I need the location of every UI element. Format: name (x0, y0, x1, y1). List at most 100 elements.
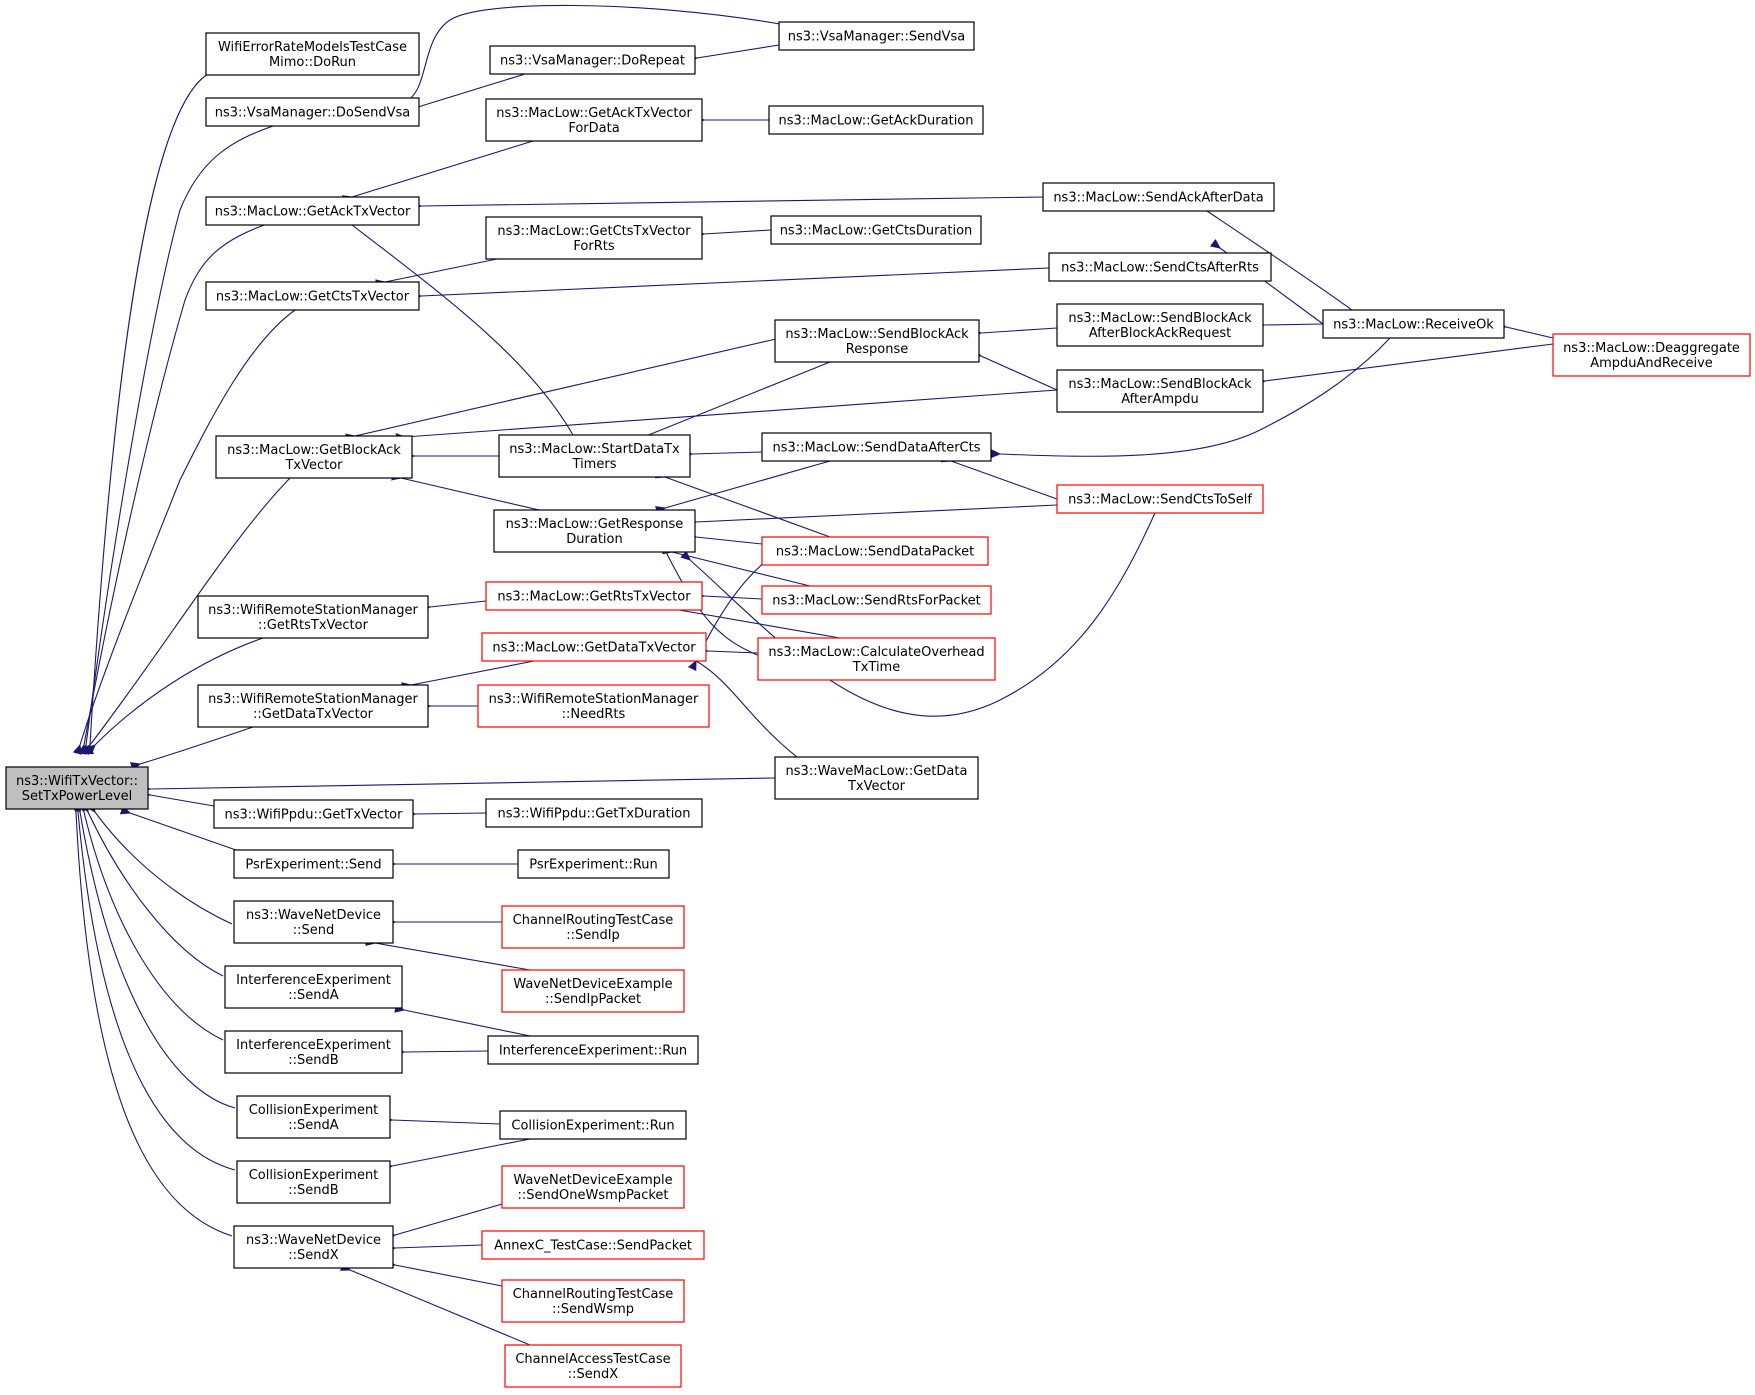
node-ce_run[interactable]: CollisionExperiment::Run (499, 1110, 687, 1140)
node-psr_run[interactable]: PsrExperiment::Run (517, 849, 670, 879)
node-sendctstoself[interactable]: ns3::MacLow::SendCtsToSelf (1056, 484, 1264, 514)
node-box[interactable] (493, 509, 696, 553)
node-ml_getrts[interactable]: ns3::MacLow::GetRtsTxVector (485, 581, 703, 611)
node-box[interactable] (224, 1030, 403, 1074)
node-catc_sendx[interactable]: ChannelAccessTestCase::SendX (504, 1344, 682, 1388)
node-vsa_dosend[interactable]: ns3::VsaManager::DoSendVsa (205, 97, 420, 127)
node-box[interactable] (1056, 484, 1264, 514)
node-box[interactable] (501, 905, 685, 949)
node-box[interactable] (485, 98, 703, 142)
node-box[interactable] (768, 105, 984, 135)
node-getcts[interactable]: ns3::MacLow::GetCtsTxVector (205, 281, 420, 311)
node-box[interactable] (236, 1095, 391, 1139)
node-box[interactable] (761, 536, 989, 566)
node-ppdu_getdur[interactable]: ns3::WifiPpdu::GetTxDuration (485, 798, 703, 828)
node-crtc_sendwsmp[interactable]: ChannelRoutingTestCase::SendWsmp (501, 1279, 685, 1323)
node-box[interactable] (778, 21, 975, 51)
node-sendctsafterrts[interactable]: ns3::MacLow::SendCtsAfterRts (1048, 252, 1272, 282)
node-crtc_sendip[interactable]: ChannelRoutingTestCase::SendIp (501, 905, 685, 949)
node-box[interactable] (205, 97, 420, 127)
node-senddataaftercts[interactable]: ns3::MacLow::SendDataAfterCts (761, 432, 992, 462)
node-wrsm_getrts[interactable]: ns3::WifiRemoteStationManager::GetRtsTxV… (197, 595, 429, 639)
node-getack[interactable]: ns3::MacLow::GetAckTxVector (205, 196, 420, 226)
node-sendackafterdata[interactable]: ns3::MacLow::SendAckAfterData (1042, 182, 1275, 212)
node-box[interactable] (487, 1035, 699, 1065)
node-getctsdur[interactable]: ns3::MacLow::GetCtsDuration (770, 215, 982, 245)
node-needrts[interactable]: ns3::WifiRemoteStationManager::NeedRts (477, 684, 710, 728)
node-ce_sendb[interactable]: CollisionExperiment::SendB (236, 1160, 391, 1204)
node-box[interactable] (485, 581, 703, 611)
node-box[interactable] (1042, 182, 1275, 212)
node-ml_getdata[interactable]: ns3::MacLow::GetDataTxVector (481, 632, 707, 662)
node-box[interactable] (197, 595, 429, 639)
node-wnd_sendx[interactable]: ns3::WaveNetDevice::SendX (233, 1225, 394, 1269)
node-box[interactable] (215, 435, 413, 479)
node-box[interactable] (481, 1230, 705, 1260)
node-box[interactable] (517, 849, 670, 879)
node-psr_send[interactable]: PsrExperiment::Send (233, 849, 394, 879)
node-senddatapacket[interactable]: ns3::MacLow::SendDataPacket (761, 536, 989, 566)
node-box[interactable] (5, 766, 149, 810)
node-wnde_sendip[interactable]: WaveNetDeviceExample::SendIpPacket (501, 969, 685, 1013)
node-box[interactable] (489, 45, 696, 75)
node-sendrtsforpacket[interactable]: ns3::MacLow::SendRtsForPacket (761, 585, 992, 615)
node-box[interactable] (761, 585, 992, 615)
node-box[interactable] (1552, 333, 1751, 377)
node-vsa_send[interactable]: ns3::VsaManager::SendVsa (778, 21, 975, 51)
node-box[interactable] (499, 1110, 687, 1140)
node-box[interactable] (233, 900, 394, 944)
node-box[interactable] (501, 969, 685, 1013)
node-box[interactable] (504, 1344, 682, 1388)
node-receiveok[interactable]: ns3::MacLow::ReceiveOk (1322, 309, 1505, 339)
node-box[interactable] (770, 215, 982, 245)
node-box[interactable] (774, 756, 979, 800)
node-box[interactable] (205, 281, 420, 311)
node-vsa_dorepeat[interactable]: ns3::VsaManager::DoRepeat (489, 45, 696, 75)
node-box[interactable] (233, 1225, 394, 1269)
node-box[interactable] (213, 799, 414, 829)
node-ppdu_gettx[interactable]: ns3::WifiPpdu::GetTxVector (213, 799, 414, 829)
node-box[interactable] (481, 632, 707, 662)
node-box[interactable] (233, 849, 394, 879)
node-wrsm_getdata[interactable]: ns3::WifiRemoteStationManager::GetDataTx… (197, 684, 429, 728)
node-box[interactable] (1048, 252, 1272, 282)
node-root[interactable]: ns3::WifiTxVector::SetTxPowerLevel (5, 766, 149, 810)
node-ie_senda[interactable]: InterferenceExperiment::SendA (224, 965, 403, 1009)
node-box[interactable] (485, 216, 703, 260)
node-box[interactable] (498, 434, 691, 478)
node-getackdur[interactable]: ns3::MacLow::GetAckDuration (768, 105, 984, 135)
node-box[interactable] (501, 1279, 685, 1323)
node-box[interactable] (236, 1160, 391, 1204)
node-box[interactable] (774, 319, 980, 363)
node-box[interactable] (477, 684, 710, 728)
node-wavemac_getdata[interactable]: ns3::WaveMacLow::GetDataTxVector (774, 756, 979, 800)
node-box[interactable] (501, 1165, 685, 1209)
node-box[interactable] (205, 196, 420, 226)
node-wnd_send[interactable]: ns3::WaveNetDevice::Send (233, 900, 394, 944)
node-box[interactable] (757, 637, 996, 681)
node-ie_run[interactable]: InterferenceExperiment::Run (487, 1035, 699, 1065)
node-box[interactable] (1056, 369, 1264, 413)
node-box[interactable] (1056, 303, 1264, 347)
node-wnde_sendwsmp[interactable]: WaveNetDeviceExample::SendOneWsmpPacket (501, 1165, 685, 1209)
node-ce_senda[interactable]: CollisionExperiment::SendA (236, 1095, 391, 1139)
node-box[interactable] (1322, 309, 1505, 339)
node-annexc[interactable]: AnnexC_TestCase::SendPacket (481, 1230, 705, 1260)
node-box[interactable] (485, 798, 703, 828)
node-box[interactable] (205, 32, 420, 76)
node-box[interactable] (761, 432, 992, 462)
node-sendblockackbar[interactable]: ns3::MacLow::SendBlockAckAfterBlockAckRe… (1056, 303, 1264, 347)
node-box[interactable] (197, 684, 429, 728)
node-box[interactable] (224, 965, 403, 1009)
node-ie_sendb[interactable]: InterferenceExperiment::SendB (224, 1030, 403, 1074)
